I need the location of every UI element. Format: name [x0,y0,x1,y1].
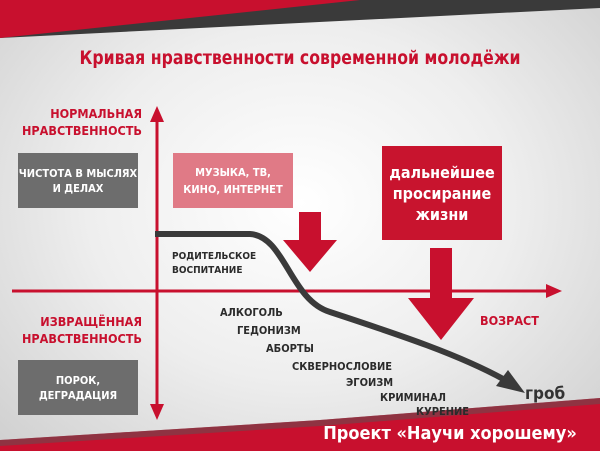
age-label: ВОЗРАСТ [480,313,539,328]
hedonism-label: ГЕДОНИЗМ [237,324,301,337]
swearing-label: СКВЕРНОСЛОВИЕ [292,360,393,373]
y-axis-arrow-up [150,106,164,122]
life-down-arrow [408,248,474,340]
egoism-label: ЭГОИЗМ [346,376,394,389]
media-down-arrow [283,212,337,272]
x-axis-arrow [546,284,562,298]
normal-morality-label: НОРМАЛЬНАЯ НРАВСТВЕННОСТЬ [20,105,142,139]
coffin-label: гроб [525,384,566,404]
upbringing-label: РОДИТЕЛЬСКОЕ ВОСПИТАНИЕ [172,250,256,278]
box-line: жизни [415,204,469,224]
box-line: ЧИСТОТА В МЫСЛЯХ [18,166,138,180]
box-line: МУЗЫКА, ТВ, [195,165,271,179]
smoking-label: КУРЕНИЕ [416,405,470,418]
abortions-label: АБОРТЫ [266,342,314,355]
box-line: дальнейшее [389,162,495,182]
label-line: НРАВСТВЕННОСТЬ [22,331,142,346]
box-line: КИНО, ИНТЕРНЕТ [183,182,283,196]
box-line: просирание [392,183,492,203]
label-line: РОДИТЕЛЬСКОЕ [172,251,257,262]
box-line: ДЕГРАДАЦИЯ [38,388,118,402]
criminal-label: КРИМИНАЛ [380,391,446,404]
footer-project-title: Проект «Научи хорошему» [323,423,577,444]
box-line: И ДЕЛАХ [52,181,104,195]
label-line: НРАВСТВЕННОСТЬ [22,123,142,138]
label-line: ИЗВРАЩЁННАЯ [40,314,142,329]
y-axis-arrow-down [150,404,164,420]
label-line: НОРМАЛЬНАЯ [50,106,142,121]
media-box: МУЗЫКА, ТВ, КИНО, ИНТЕРНЕТ [173,153,293,208]
alcohol-label: АЛКОГОЛЬ [220,306,283,319]
vice-box: ПОРОК,ДЕГРАДАЦИЯ [18,360,138,415]
morality-curve [155,231,507,383]
curve-arrowhead [496,370,525,393]
perverted-morality-label: ИЗВРАЩЁННАЯ НРАВСТВЕННОСТЬ [20,313,142,347]
label-line: ВОСПИТАНИЕ [172,265,243,276]
top-red-band [0,0,360,38]
page-title: Кривая нравственности современной молодё… [79,47,521,69]
box-line: ПОРОК, [55,373,101,387]
